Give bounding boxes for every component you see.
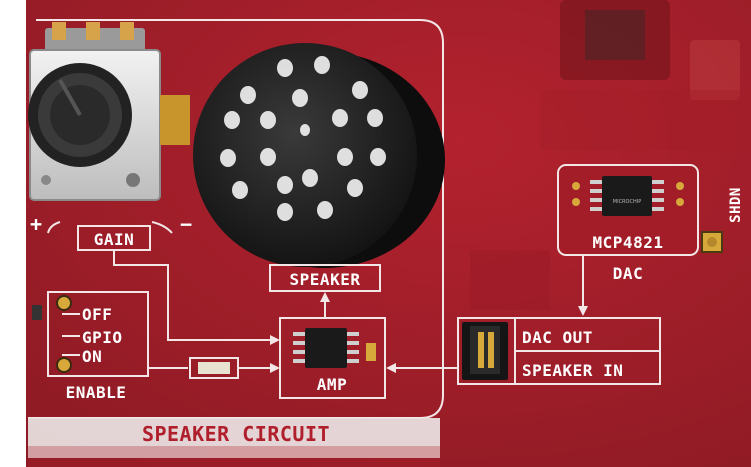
speaker-label-box — [269, 264, 381, 292]
amp-box — [279, 317, 386, 399]
section-banner — [28, 418, 440, 458]
chip-logo: MICROCHIP — [613, 199, 641, 205]
resistor-component — [198, 362, 230, 374]
section-title: SPEAKER CIRCUIT — [142, 422, 330, 446]
enable-gpio-label: GPIO — [82, 328, 123, 347]
amp-label: AMP — [317, 375, 347, 394]
enable-on-label: ON — [82, 347, 102, 366]
dac-chip-label: MCP4821 — [593, 233, 664, 252]
shdn-label: SHDN — [728, 187, 744, 223]
gain-plus-label: + — [30, 212, 43, 236]
amp-chip-icon — [293, 328, 376, 368]
speaker-grille-icon — [193, 43, 445, 268]
dac-label: DAC — [613, 264, 643, 283]
speaker-label: SPEAKER — [290, 270, 361, 289]
gain-trace — [113, 250, 270, 341]
on-pad[interactable] — [56, 357, 72, 373]
dac-out-label: DAC OUT — [522, 328, 593, 347]
ic-chip-icon: MICROCHIP — [590, 176, 664, 216]
speaker-in-label: SPEAKER IN — [522, 361, 623, 380]
enable-jumper-box — [47, 291, 149, 377]
section-outline — [28, 19, 444, 419]
gain-minus-label: − — [180, 212, 193, 236]
enable-label: ENABLE — [66, 383, 127, 402]
off-pad[interactable] — [56, 295, 72, 311]
potentiometer[interactable] — [28, 22, 190, 201]
gain-label: GAIN — [94, 230, 135, 249]
enable-off-label: OFF — [82, 305, 112, 324]
jumper-header-icon[interactable] — [462, 322, 508, 380]
